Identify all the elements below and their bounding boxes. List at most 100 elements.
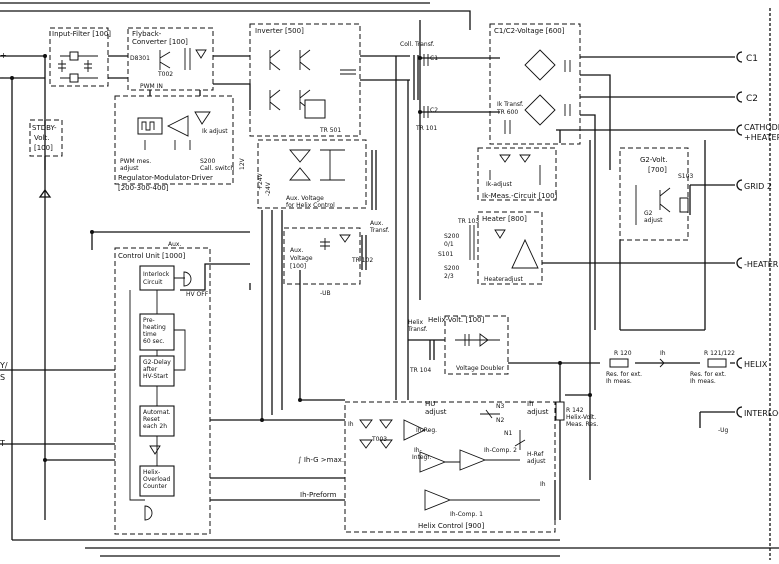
aux-label: Aux. bbox=[168, 241, 181, 248]
plus-terminal: + bbox=[0, 51, 7, 60]
aux-voltage-helix-label-2: for Helix Control bbox=[286, 202, 335, 209]
r142-label-3: Meas. Res. bbox=[566, 421, 598, 428]
grid2-terminal: GRID 2 bbox=[744, 182, 772, 191]
minus-ug-label: -Ug bbox=[718, 427, 729, 434]
g2-volt-block: G2-Volt. [700] G2 adjust S103 bbox=[619, 147, 693, 241]
helix-overload-label-3: Counter bbox=[143, 483, 168, 490]
ih-max-label: ∫ Ih-G >max. bbox=[298, 456, 344, 464]
n2-label: N2 bbox=[496, 417, 504, 424]
aux-transf-label-1: Aux. bbox=[370, 220, 383, 227]
regulator-title-2: [200-300-400] bbox=[118, 184, 169, 192]
tr104-label: TR 104 bbox=[409, 367, 431, 374]
h-ref-label-1: H-Ref bbox=[527, 451, 544, 458]
g2-delay-label-2: after bbox=[143, 366, 158, 373]
control-unit-block: Control Unit [1000] Aux. HV OFF Interloc… bbox=[114, 241, 211, 535]
res-ext-ih2-label-1: Res. for ext. bbox=[690, 371, 726, 378]
s200-01-label-1: S200 bbox=[444, 233, 459, 240]
voltage-doubler-label: Voltage Doubler bbox=[456, 365, 505, 372]
ik-transf-label-2: TR 600 bbox=[496, 109, 518, 116]
ik-adjust-reg-label: Ik adjust bbox=[202, 128, 228, 135]
autoreset-label-2: Reset bbox=[143, 416, 160, 423]
aux-voltage-100-label-2: Voltage bbox=[290, 255, 313, 262]
heater-plus-terminal: +HEATER bbox=[744, 133, 779, 142]
ih-preform-label: Ih-Preform bbox=[300, 491, 337, 499]
t002-label: T002 bbox=[157, 71, 173, 78]
ik-meas-title: Ik-Meas.-Circuit [100] bbox=[482, 192, 558, 200]
regulator-block: Ik adjust PWM mes. adjust S200 Call. swi… bbox=[114, 95, 234, 192]
interlock-terminal: INTERLOC bbox=[744, 409, 779, 418]
g2-volt-title-2: [700] bbox=[648, 166, 667, 174]
heater-block: Heater [800] Heateradjust TR 103 S200 0/… bbox=[438, 211, 543, 285]
c1-cap-label: C1 bbox=[430, 55, 438, 62]
minus-heater-terminal: -HEATER bbox=[744, 260, 779, 269]
g2-volt-title-1: G2-Volt. bbox=[640, 156, 667, 164]
ih-comp1-label: Ih-Comp. 1 bbox=[450, 511, 483, 518]
g2-delay-label-3: HV-Start bbox=[143, 373, 169, 380]
g2-adjust-label-1: G2 bbox=[644, 210, 653, 217]
g2-adjust-label-2: adjust bbox=[644, 217, 663, 224]
s200-23-label-2: 2/3 bbox=[444, 273, 454, 280]
stdby-title-2: Volt. bbox=[34, 134, 49, 142]
aux-voltage-100-label-3: [100] bbox=[290, 263, 306, 270]
t003-label: T003 bbox=[371, 436, 387, 443]
s200-call-label-1: S200 bbox=[200, 158, 215, 165]
d1302-label: D8301 bbox=[130, 55, 150, 62]
helix-overload-label-2: Overload bbox=[143, 476, 170, 483]
helix-transf-label-1: Helix bbox=[408, 319, 424, 326]
res-ext-ih-label-2: Ih meas. bbox=[606, 378, 632, 385]
interlock-circuit-label-1: Interlock bbox=[143, 271, 170, 278]
res-ext-ih2-label-2: Ih meas. bbox=[690, 378, 716, 385]
coll-transformer: Coll. Transf. C1 C2 TR 101 bbox=[400, 41, 438, 132]
r142-label-1: R 142 bbox=[566, 407, 584, 414]
inverter-block: Inverter [500] TR 501 bbox=[249, 23, 361, 137]
preheating-label-3: time bbox=[143, 331, 157, 338]
aux-voltage-helix-label-1: Aux. Voltage bbox=[286, 195, 324, 202]
c2-terminal: C2 bbox=[746, 94, 758, 104]
s101-label: S101 bbox=[438, 251, 453, 258]
helix-overload-label-1: Helix- bbox=[143, 469, 160, 476]
y-terminal: Y/ bbox=[0, 361, 8, 370]
left-terminals: + - Y/ S T bbox=[0, 51, 8, 448]
helix-control-block: HU adjust Ih adjust N3 N2 N1 T003 Ih-Reg… bbox=[344, 400, 556, 533]
input-filter-block: Input-Filter [100] bbox=[49, 27, 111, 87]
ih-bus-label: Ih bbox=[348, 421, 354, 428]
helix-resistors: R 120 Res. for ext. Ih meas. Ih R 121/12… bbox=[555, 350, 735, 434]
s103-label: S103 bbox=[678, 173, 693, 180]
coll-transf-label: Coll. Transf. bbox=[400, 41, 435, 48]
tr101-label: TR 101 bbox=[415, 125, 437, 132]
ik-transf-label-1: Ik Transf. bbox=[497, 101, 524, 108]
pwm-meas-label-2: adjust bbox=[120, 165, 139, 172]
preheating-label-4: 60 sec. bbox=[143, 338, 165, 345]
flyback-title-1: Flyback- bbox=[132, 30, 162, 38]
c1-terminal: C1 bbox=[746, 54, 758, 64]
heater-adjust-label: Heateradjust bbox=[484, 276, 523, 283]
vm24-label: -24V bbox=[265, 181, 272, 196]
pwm-in-label: PWM IN bbox=[140, 83, 163, 90]
helix-volt-title: Helix-Volt. [100] bbox=[428, 316, 484, 324]
flyback-title-2: Converter [100] bbox=[132, 38, 188, 46]
g2-delay-label-1: G2-Delay bbox=[143, 359, 171, 366]
c1c2-title: C1/C2-Voltage [600] bbox=[494, 27, 565, 35]
aux-voltage-100-label-1: Aux. bbox=[290, 247, 303, 254]
ih-reg-label: Ih-Reg. bbox=[416, 427, 437, 434]
c1c2-voltage-block: C1/C2-Voltage [600] Ik Transf. TR 600 bbox=[489, 23, 581, 145]
autoreset-label-3: each 2h bbox=[143, 423, 167, 430]
minus-terminal: - bbox=[1, 73, 4, 82]
right-terminals: C1 C2 CATHODE +HEATER GRID 2 -HEATER HEL… bbox=[736, 51, 779, 418]
stdby-title-3: [100] bbox=[34, 144, 53, 152]
r121-label: R 121/122 bbox=[704, 350, 735, 357]
ub-adjust-label-2: adjust bbox=[425, 408, 447, 416]
pwm-meas-label-1: PWM mes. bbox=[120, 158, 151, 165]
tr103-label: TR 103 bbox=[457, 218, 479, 225]
tr501-label: TR 501 bbox=[319, 127, 341, 134]
regulator-title-1: Regulator-Modulator-Driver bbox=[118, 174, 213, 182]
n3-label: N3 bbox=[496, 403, 504, 410]
ih-adjust-label-2: adjust bbox=[527, 408, 549, 416]
preheating-label-2: heating bbox=[143, 324, 166, 331]
t-terminal: T bbox=[0, 439, 5, 448]
helix-control-title: Helix Control [900] bbox=[418, 522, 484, 530]
hv-off-label: HV OFF bbox=[186, 291, 209, 298]
junction-dots bbox=[10, 54, 592, 462]
